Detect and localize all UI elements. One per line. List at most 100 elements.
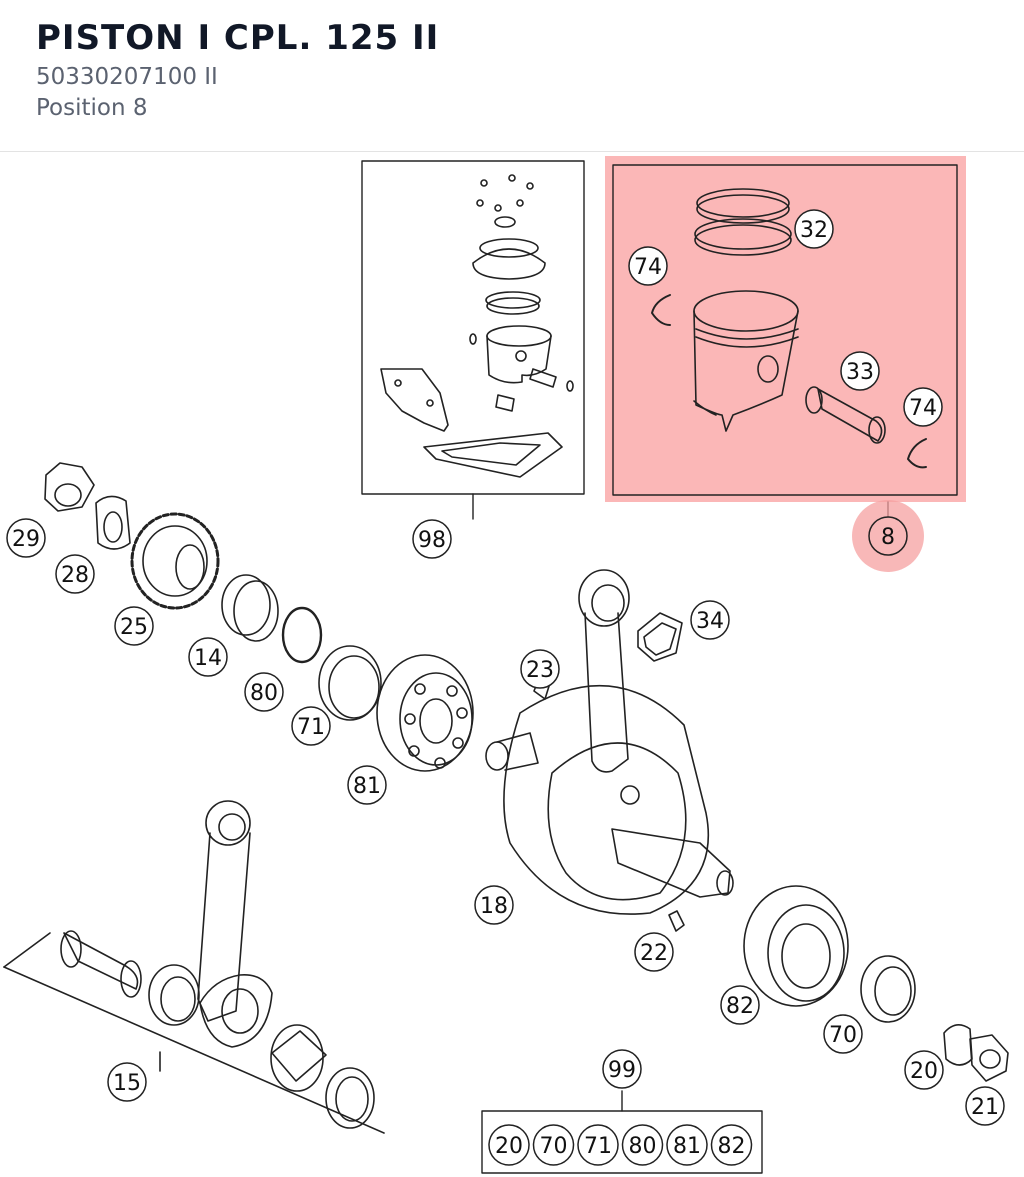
callout-21[interactable]: 21 xyxy=(965,1086,1005,1126)
callout-circle xyxy=(690,600,730,640)
callout-number: 20 xyxy=(910,1059,938,1084)
callout-82[interactable]: 82 xyxy=(720,985,760,1025)
crankshaft-18 xyxy=(485,569,734,932)
callout-81[interactable]: 81 xyxy=(347,765,387,805)
callout-number: 28 xyxy=(61,563,89,588)
callout-74[interactable]: 74 xyxy=(628,246,668,286)
callout-circle xyxy=(621,1124,664,1166)
callout-circle xyxy=(577,1124,619,1166)
callout-15[interactable]: 15 xyxy=(107,1062,147,1102)
callout-circle xyxy=(903,387,943,427)
callout-circle xyxy=(114,606,154,646)
bearing-kit-99 xyxy=(481,1090,763,1174)
callout-number: 80 xyxy=(250,681,278,706)
callout-8[interactable]: 8 xyxy=(852,500,924,572)
callout-99[interactable]: 99 xyxy=(602,1049,642,1089)
highlighted-piston-assembly xyxy=(605,156,966,518)
callout-number: 70 xyxy=(540,1134,568,1159)
callout-number: 23 xyxy=(526,658,554,683)
callout-circle xyxy=(904,1050,944,1090)
callout-circle xyxy=(488,1124,530,1166)
callout-circle xyxy=(710,1124,753,1166)
callout-circle xyxy=(188,637,228,677)
callout-18[interactable]: 18 xyxy=(474,885,514,925)
callout-number: 82 xyxy=(726,994,754,1019)
callout-circle xyxy=(868,516,908,556)
piston-pin xyxy=(805,386,886,444)
callout-23[interactable]: 23 xyxy=(520,649,560,689)
crankshaft-right-parts xyxy=(743,885,1009,1082)
callout-circle xyxy=(291,706,331,746)
callout-29[interactable]: 29 xyxy=(6,518,46,558)
page-header: PISTON I CPL. 125 II 50330207100 II Posi… xyxy=(0,0,1024,152)
callout-number: 71 xyxy=(584,1134,612,1159)
callout-22[interactable]: 22 xyxy=(634,932,674,972)
kit99-item-71[interactable]: 71 xyxy=(577,1124,619,1166)
callout-circle xyxy=(347,765,387,805)
callout-71[interactable]: 71 xyxy=(291,706,331,746)
kit-screws-group xyxy=(476,174,534,212)
conrod-kit-15 xyxy=(3,800,385,1134)
kit99-item-80[interactable]: 80 xyxy=(621,1124,664,1166)
callout-circle xyxy=(634,932,674,972)
callout-number: 71 xyxy=(297,715,325,740)
callout-number: 8 xyxy=(881,525,895,550)
callout-34[interactable]: 34 xyxy=(690,600,730,640)
callout-number: 21 xyxy=(971,1095,999,1120)
callout-circle xyxy=(840,351,880,391)
callout-number: 18 xyxy=(480,894,508,919)
callout-number: 81 xyxy=(673,1134,701,1159)
callout-circle xyxy=(720,985,760,1025)
callout-number: 14 xyxy=(194,646,222,671)
callout-number: 34 xyxy=(696,609,724,634)
kit99-item-20[interactable]: 20 xyxy=(488,1124,530,1166)
callout-circle xyxy=(823,1014,863,1054)
position-label: Position 8 xyxy=(36,95,148,121)
callout-98[interactable]: 98 xyxy=(412,519,452,559)
callout-25[interactable]: 25 xyxy=(114,606,154,646)
callout-number: 32 xyxy=(800,218,828,243)
callout-number: 74 xyxy=(909,396,937,421)
callout-28[interactable]: 28 xyxy=(55,554,95,594)
callout-circle xyxy=(666,1124,708,1166)
callout-20[interactable]: 20 xyxy=(904,1050,944,1090)
callout-number: 80 xyxy=(629,1134,657,1159)
callout-circle xyxy=(474,885,514,925)
callout-number: 74 xyxy=(634,255,662,280)
callout-circle xyxy=(55,554,95,594)
bearing-81 xyxy=(376,654,474,772)
callout-80[interactable]: 80 xyxy=(244,672,284,712)
callout-circle xyxy=(107,1062,147,1102)
piston-kit-box xyxy=(361,160,585,520)
kit99-item-81[interactable]: 81 xyxy=(666,1124,708,1166)
callout-33[interactable]: 33 xyxy=(840,351,880,391)
page-title: PISTON I CPL. 125 II xyxy=(36,18,440,58)
callout-number: 15 xyxy=(113,1071,141,1096)
piston-main xyxy=(693,290,799,432)
exploded-parts-diagram: 29 28 25 14 80 71 81 98 8 32 33 74 74 34 23 18 22 82 70 20 2… xyxy=(3,156,1009,1174)
kit99-item-82[interactable]: 82 xyxy=(710,1124,753,1166)
kit-piston xyxy=(486,325,552,384)
callout-circle xyxy=(412,519,452,559)
callout-circle xyxy=(244,672,284,712)
callout-number: 98 xyxy=(418,528,446,553)
callout-number: 20 xyxy=(495,1134,523,1159)
callout-number: 70 xyxy=(829,1023,857,1048)
callout-number: 81 xyxy=(353,774,381,799)
callout-circle xyxy=(794,209,834,249)
callout-number: 33 xyxy=(846,360,874,385)
callout-number: 99 xyxy=(608,1058,636,1083)
callout-circle xyxy=(532,1124,575,1166)
callout-number: 82 xyxy=(718,1134,746,1159)
gear-25 xyxy=(130,512,220,610)
callout-74[interactable]: 74 xyxy=(903,387,943,427)
callout-70[interactable]: 70 xyxy=(823,1014,863,1054)
kit99-item-70[interactable]: 70 xyxy=(532,1124,575,1166)
highlight-halo xyxy=(852,500,924,572)
part-number: 50330207100 II xyxy=(36,64,218,90)
callout-32[interactable]: 32 xyxy=(794,209,834,249)
callout-circle xyxy=(6,518,46,558)
callout-number: 29 xyxy=(12,527,40,552)
callout-14[interactable]: 14 xyxy=(188,637,228,677)
callout-circle xyxy=(628,246,668,286)
